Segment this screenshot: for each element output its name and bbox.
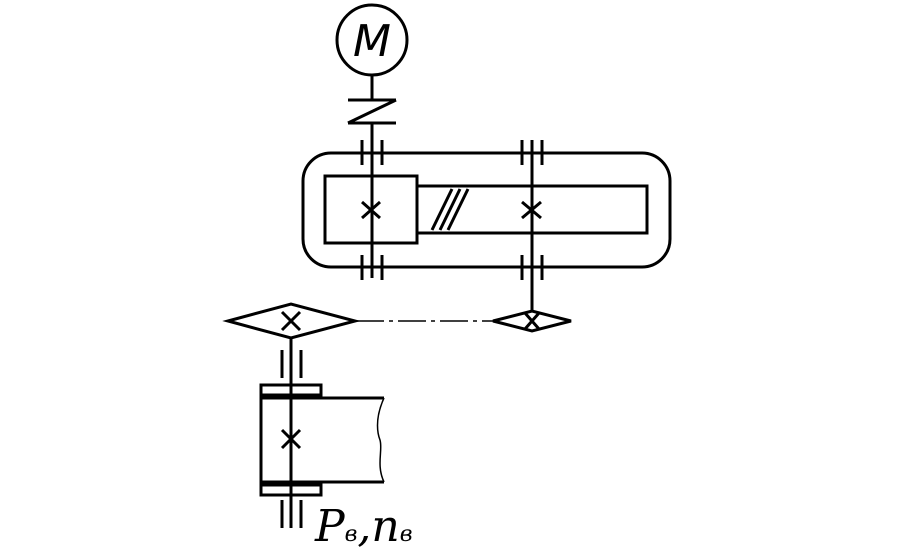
elastic-coupling <box>347 98 397 125</box>
label-separator: , <box>357 501 371 552</box>
driven-sprocket <box>222 302 361 340</box>
electric-motor: M <box>335 3 409 77</box>
motor-label: M <box>353 16 391 67</box>
driving-sprocket <box>492 309 572 333</box>
output-label: Pв,nв <box>314 501 413 552</box>
power-subscript: в <box>345 522 358 547</box>
conveyor-drum <box>259 383 385 497</box>
wheel-shaft-top-bearing <box>520 140 544 165</box>
worm-shaft-top-bearing <box>360 140 384 165</box>
gearbox-housing <box>301 151 672 269</box>
speed-symbol: n <box>371 501 399 552</box>
speed-subscript: в <box>400 522 413 547</box>
power-symbol: P <box>314 501 346 552</box>
drum-shaft-upper-bearing <box>280 350 303 378</box>
wheel-shaft-bottom-bearing <box>520 255 544 280</box>
worm-shaft-bottom-bearing <box>360 255 384 280</box>
drum-shaft-lower-bearing <box>280 500 303 528</box>
